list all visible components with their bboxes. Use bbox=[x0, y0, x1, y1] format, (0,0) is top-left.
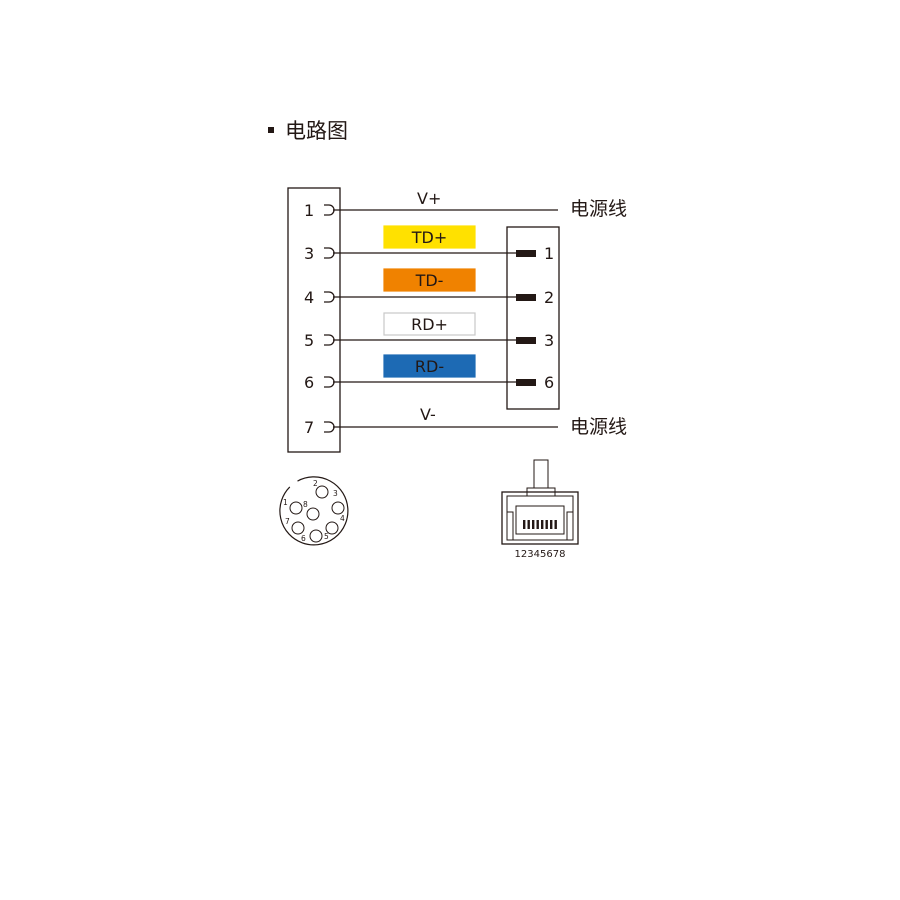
right-connector-box bbox=[506, 226, 560, 410]
signal-td-plus-swatch bbox=[383, 225, 476, 249]
socket-icon bbox=[324, 421, 335, 433]
m12-pin-hole bbox=[291, 521, 305, 535]
signal-td-plus-label: TD+ bbox=[411, 228, 448, 247]
m12-pin-number: 7 bbox=[285, 517, 290, 526]
right-pin-label: 3 bbox=[544, 331, 554, 350]
left-pin-label: 6 bbox=[304, 373, 314, 392]
m12-pin-number: 1 bbox=[283, 498, 288, 507]
m12-pin-hole bbox=[289, 501, 303, 515]
m12-pin-number: 3 bbox=[333, 489, 338, 498]
signal-rd-minus-label: RD- bbox=[415, 357, 444, 376]
left-pin-label: 7 bbox=[304, 418, 314, 437]
rj45-connector-icon bbox=[501, 459, 579, 545]
m12-pin-hole bbox=[315, 485, 329, 499]
signal-td-minus-label: TD- bbox=[415, 271, 444, 290]
m12-pin-number: 8 bbox=[303, 500, 308, 509]
rj45-contact-area bbox=[515, 505, 565, 535]
m12-connector-face-icon bbox=[279, 476, 349, 546]
left-pin-label: 5 bbox=[304, 331, 314, 350]
left-socket-symbols bbox=[324, 204, 335, 433]
right-pin-label: 6 bbox=[544, 373, 554, 392]
signal-labels: TD+ TD- RD+ RD- bbox=[383, 225, 476, 378]
plug-pin-icon bbox=[516, 379, 536, 386]
right-pin-label: 2 bbox=[544, 288, 554, 307]
socket-icon bbox=[324, 204, 335, 216]
signal-rd-plus-swatch bbox=[383, 312, 476, 336]
rj45-inner-body bbox=[506, 495, 574, 541]
socket-icon bbox=[324, 291, 335, 303]
m12-pin-number: 4 bbox=[340, 514, 345, 523]
power-line-label-top: 电源线 bbox=[570, 198, 627, 220]
right-pin-label: 1 bbox=[544, 244, 554, 263]
socket-icon bbox=[324, 247, 335, 259]
plug-pin-icon bbox=[516, 337, 536, 344]
m12-pin-hole bbox=[325, 521, 339, 535]
signal-rd-plus-label: RD+ bbox=[411, 315, 448, 334]
m12-pin-numbers: 1 2 3 4 5 6 7 8 bbox=[283, 479, 345, 543]
rj45-cable-stub bbox=[533, 459, 549, 489]
m12-pin-hole bbox=[306, 507, 320, 521]
socket-icon bbox=[324, 334, 335, 346]
left-pin-numbers: 1 3 4 5 6 7 bbox=[304, 201, 314, 437]
rj45-contacts bbox=[523, 520, 557, 529]
rj45-shoulder bbox=[507, 511, 573, 540]
left-connector-box bbox=[287, 187, 341, 453]
rj45-pin-label: 12345678 bbox=[515, 549, 566, 560]
wires bbox=[333, 209, 558, 428]
title-bullet bbox=[268, 127, 274, 133]
socket-icon bbox=[324, 376, 335, 388]
right-pin-numbers: 1 2 3 6 bbox=[544, 244, 554, 392]
plug-pin-icon bbox=[516, 294, 536, 301]
signal-rd-minus-swatch bbox=[383, 354, 476, 378]
rj45-outer-body bbox=[501, 491, 579, 545]
v-minus-label: V- bbox=[420, 405, 436, 424]
m12-pin-number: 6 bbox=[301, 534, 306, 543]
left-pin-label: 4 bbox=[304, 288, 314, 307]
page-title: 电路图 bbox=[285, 119, 348, 143]
plug-pin-icon bbox=[516, 250, 536, 257]
power-line-label-bottom: 电源线 bbox=[570, 416, 627, 438]
m12-pin-number: 5 bbox=[324, 532, 329, 541]
right-plug-pins bbox=[516, 250, 536, 386]
m12-pin-hole bbox=[331, 501, 345, 515]
m12-pin-hole bbox=[309, 529, 323, 543]
m12-outer-ring bbox=[279, 476, 349, 546]
v-plus-label: V+ bbox=[417, 189, 441, 208]
m12-pin-number: 2 bbox=[313, 479, 318, 488]
left-pin-label: 3 bbox=[304, 244, 314, 263]
left-pin-label: 1 bbox=[304, 201, 314, 220]
signal-td-minus-swatch bbox=[383, 268, 476, 292]
